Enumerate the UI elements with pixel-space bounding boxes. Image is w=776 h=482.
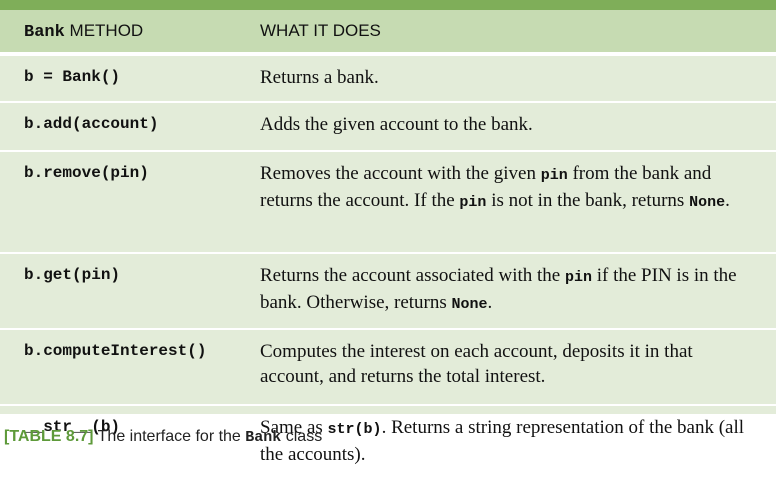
description-text: Same as xyxy=(260,417,328,438)
description-text: . xyxy=(487,292,493,313)
description-text: Computes the interest on each account, d… xyxy=(260,341,693,387)
header-class-name: Bank xyxy=(24,22,65,42)
description-cell: Removes the account with the given pin f… xyxy=(256,151,776,254)
description-cell: Same as str(b). Returns a string represe… xyxy=(256,405,776,482)
description-cell: Computes the interest on each account, d… xyxy=(256,329,776,406)
description-text: from the bank and returns the account. I… xyxy=(260,163,712,211)
inline-code: pin xyxy=(540,167,568,184)
table-row: b.get(pin) Returns the account associate… xyxy=(0,253,776,330)
description-cell: Adds the given account to the bank. xyxy=(256,102,776,152)
table-top-strip xyxy=(0,0,776,10)
method-cell: b.remove(pin) xyxy=(0,151,256,254)
caption-tag: [TABLE 8.7] xyxy=(4,428,94,445)
inline-code: str(b) xyxy=(327,421,382,438)
table-row: b = Bank() Returns a bank. xyxy=(0,54,776,103)
inline-code: pin xyxy=(459,194,487,211)
header-description: WHAT IT DOES xyxy=(256,10,776,56)
method-cell: b.computeInterest() xyxy=(0,329,256,406)
caption-text: The interface for the xyxy=(93,428,246,445)
table-row: b.computeInterest() Computes the interes… xyxy=(0,329,776,406)
description-cell: Returns the account associated with the … xyxy=(256,253,776,330)
caption-text-end: class xyxy=(281,428,323,445)
description-text: is not in the bank, returns xyxy=(486,190,690,211)
table-row: b.add(account) Adds the given account to… xyxy=(0,102,776,152)
header-method: Bank METHOD xyxy=(0,10,256,56)
description-text: Removes the account with the given xyxy=(260,163,541,184)
description-text: if the PIN is in the bank. Otherwise, re… xyxy=(260,265,737,313)
header-method-label: METHOD xyxy=(64,20,144,40)
table-header-row: Bank METHOD WHAT IT DOES xyxy=(0,10,776,56)
caption-class-name: Bank xyxy=(245,429,282,446)
table-body: b = Bank() Returns a bank. b.add(account… xyxy=(0,54,776,482)
method-cell: b.add(account) xyxy=(0,102,256,152)
description-text: Returns a bank. xyxy=(260,67,379,88)
table-caption: [TABLE 8.7] The interface for the Bank c… xyxy=(4,428,322,446)
method-cell: b = Bank() xyxy=(0,54,256,103)
inline-code: None xyxy=(689,194,726,211)
description-text: . xyxy=(725,190,730,211)
bank-interface-table: Bank METHOD WHAT IT DOES b = Bank() Retu… xyxy=(0,10,776,482)
description-text: Returns the account associated with the xyxy=(260,265,565,286)
table-row: b.remove(pin) Removes the account with t… xyxy=(0,151,776,254)
inline-code: None xyxy=(451,296,488,313)
method-cell: b.get(pin) xyxy=(0,253,256,330)
inline-code: pin xyxy=(564,269,592,286)
description-text: Adds the given account to the bank. xyxy=(260,114,533,135)
description-cell: Returns a bank. xyxy=(256,54,776,103)
